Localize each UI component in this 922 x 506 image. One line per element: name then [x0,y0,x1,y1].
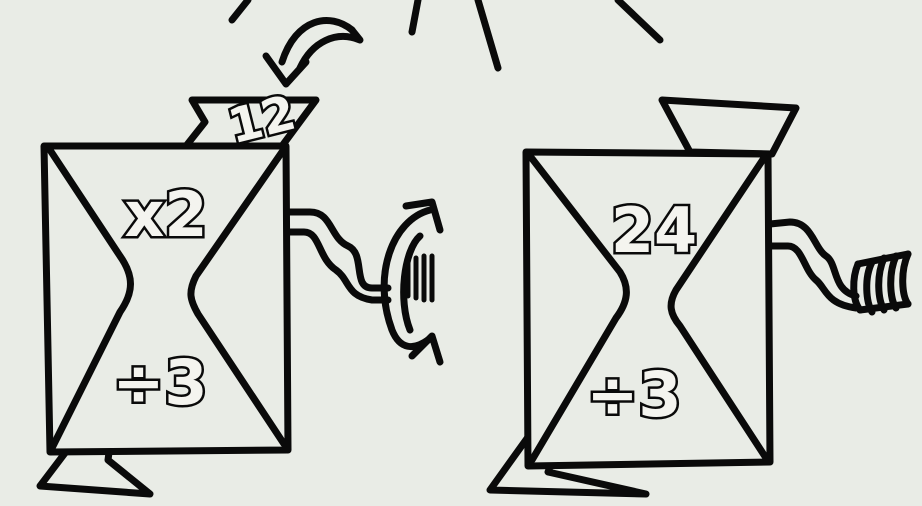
rotation-arrow-icon [384,202,440,362]
input-funnel [662,100,796,154]
machine-right: 24 ÷3 [490,100,908,494]
top-operation-label: x2 [124,178,207,251]
spring-icon [854,254,908,312]
crank-handle-icon [770,222,856,308]
input-number-label: 12 [223,85,301,155]
bottom-operation-label: ÷3 [112,346,207,419]
curved-arrow-icon [266,21,360,84]
bottom-operation-label: ÷3 [586,358,681,431]
crank-handle-icon [288,212,388,300]
top-number-label: 24 [611,194,697,267]
machine-left: x2 ÷3 12 [40,85,388,494]
